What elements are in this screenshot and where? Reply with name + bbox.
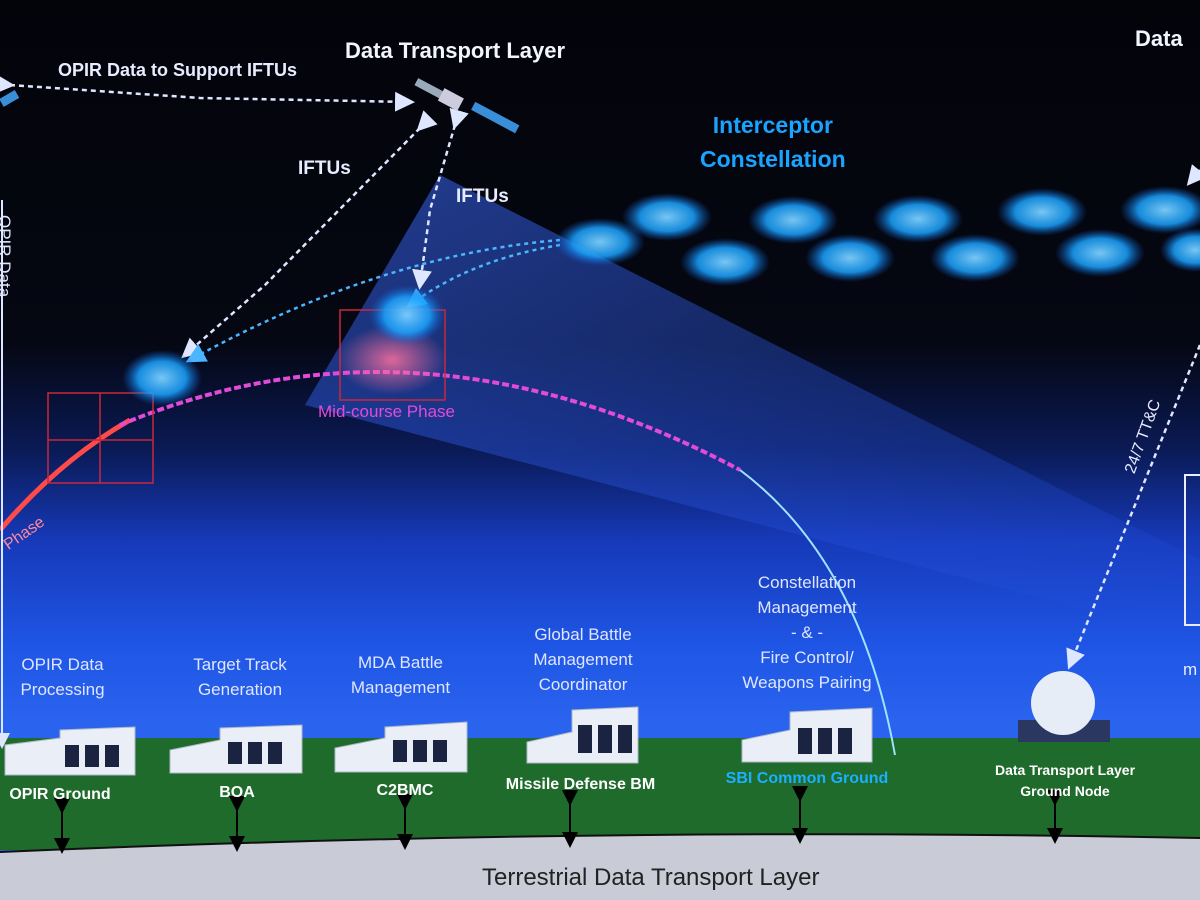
midcourse-phase-label: Mid-course Phase	[318, 402, 456, 421]
ground-site-label: Missile Defense BM	[505, 776, 656, 793]
iftu-link-left	[181, 110, 438, 359]
interceptor-constellation-satellites	[122, 186, 1200, 406]
data-transport-satellite	[414, 78, 520, 134]
terrestrial-connectors	[54, 786, 1063, 854]
terrestrial-layer-label: Terrestrial Data Transport Layer	[482, 864, 820, 891]
terrestrial-band	[0, 834, 1200, 900]
opir-satellite	[0, 90, 20, 107]
iftus-label-right: IFTUs	[456, 186, 509, 207]
edge-fragment-label: m	[1183, 660, 1198, 679]
ground-site-label: SBI Common Ground	[725, 770, 889, 787]
interceptor-constellation-label: Interceptor Constellation	[700, 112, 846, 172]
function-label: Target Track Generation	[193, 655, 287, 699]
opir-data-link	[0, 73, 415, 112]
iftus-label-left: IFTUs	[298, 158, 351, 179]
boost-phase-trajectory	[0, 417, 132, 532]
boost-track-box	[47, 392, 154, 484]
sensor-coverage-cone	[305, 175, 1200, 640]
function-label: Global Battle Management Coordinator	[533, 625, 633, 694]
function-label: MDA Battle Management	[350, 653, 451, 697]
data-transport-layer-title-right: Data	[1135, 26, 1183, 51]
iftu-link-right	[412, 107, 469, 290]
terminal-trajectory	[739, 469, 896, 756]
ground-site-label: OPIR Ground	[9, 786, 111, 803]
ttc-link	[1066, 344, 1200, 670]
radome	[1018, 671, 1110, 742]
opir-data-link-label: OPIR Data to Support IFTUs	[58, 60, 298, 80]
data-transport-layer-title: Data Transport Layer	[345, 38, 566, 63]
edge-box	[1184, 474, 1200, 626]
interceptor-link-a	[185, 238, 561, 363]
function-label: Constellation Management - & - Fire Cont…	[742, 573, 872, 692]
ground-site-label: Data Transport Layer Ground Node	[994, 762, 1136, 799]
ground-site-label: BOA	[219, 784, 255, 801]
opir-data-vertical-label: OPIR Data	[0, 215, 14, 298]
ground-site-label: C2BMC	[376, 782, 434, 799]
function-label: OPIR Data Processing	[20, 655, 105, 699]
